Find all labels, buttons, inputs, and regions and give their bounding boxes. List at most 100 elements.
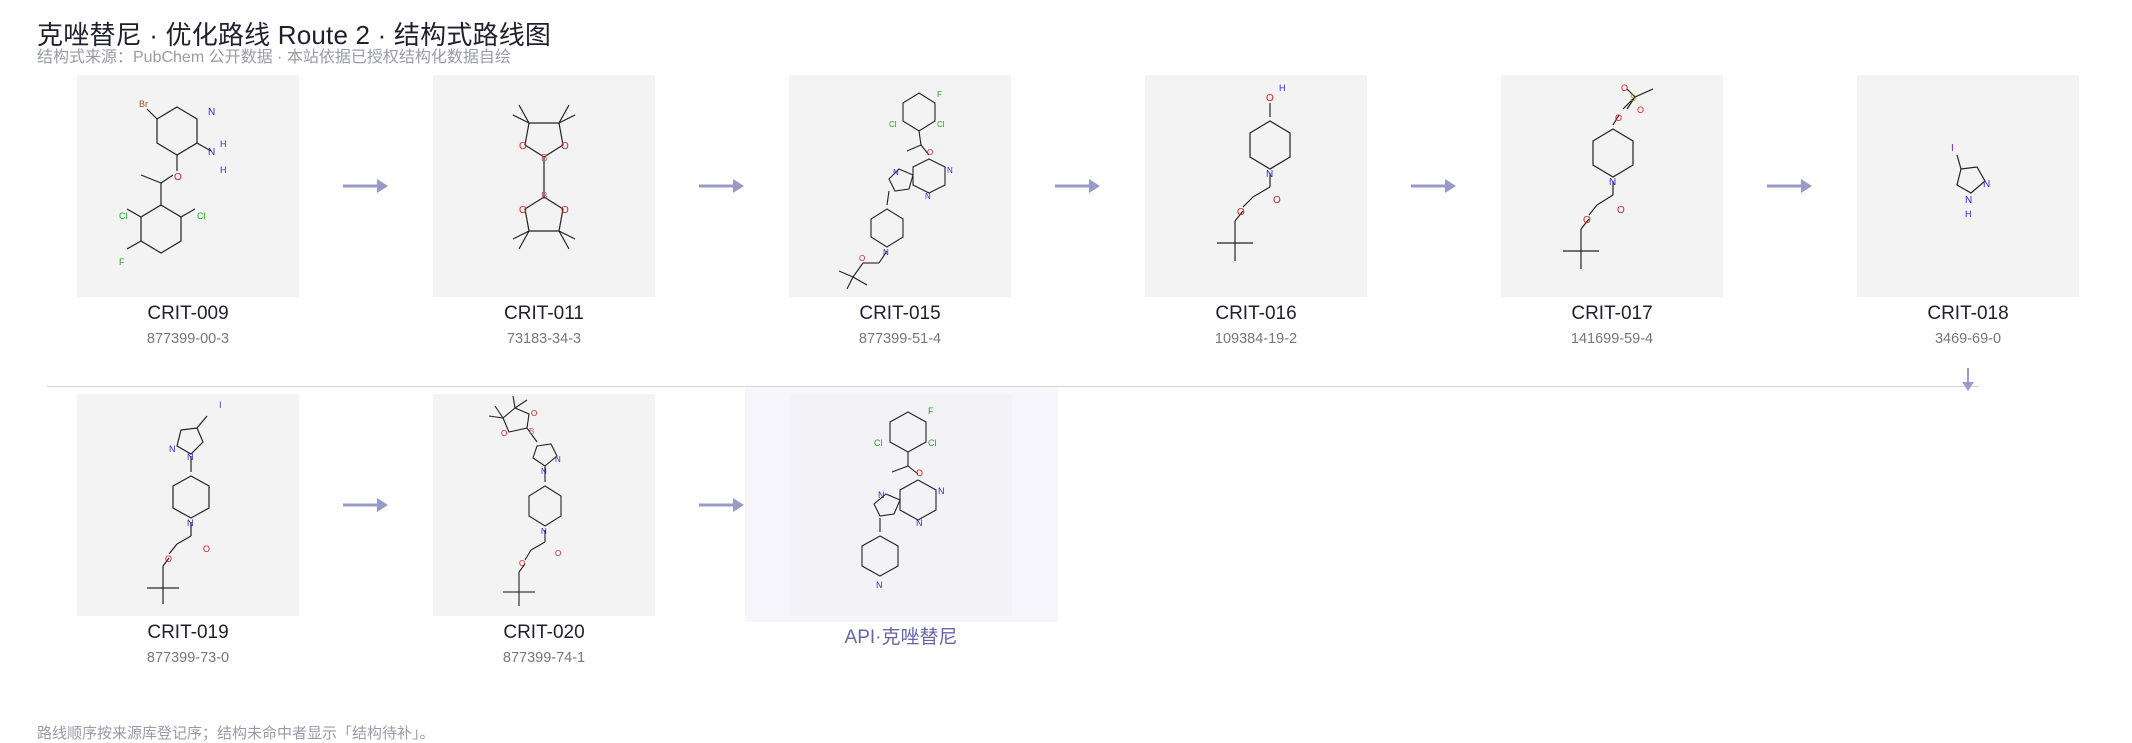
arrow-down-icon bbox=[1961, 368, 1975, 392]
structure-crit-018: I N N H bbox=[1857, 75, 2079, 297]
route-arrow-icon bbox=[1409, 176, 1457, 196]
atom-o-label: O bbox=[165, 554, 172, 564]
structure-crit-011: B B O O O O bbox=[433, 75, 655, 297]
atom-n-label: N bbox=[916, 518, 923, 528]
atom-b-label: B bbox=[529, 427, 534, 436]
cas-number: 109384-19-2 bbox=[1145, 331, 1367, 347]
atom-o-label: O bbox=[531, 409, 537, 418]
atom-o-label: O bbox=[203, 544, 210, 554]
cas-number: 877399-73-0 bbox=[77, 650, 299, 666]
atom-n-label: N bbox=[187, 452, 194, 462]
cas-number: 877399-51-4 bbox=[789, 331, 1011, 347]
atom-o-label: O bbox=[1617, 205, 1625, 216]
route-arrow-icon bbox=[341, 176, 389, 196]
atom-n-label: N bbox=[187, 518, 194, 528]
atom-o-label: O bbox=[519, 141, 527, 152]
atom-o-label: O bbox=[519, 559, 525, 568]
atom-o-label: O bbox=[555, 549, 561, 558]
intermediate-code: CRIT-009 bbox=[77, 303, 299, 325]
cas-number: 3469-69-0 bbox=[1857, 331, 2079, 347]
structure-thumbnail: Br N N H H O Cl Cl F bbox=[77, 75, 299, 297]
api-structure-thumbnail[interactable]: F Cl Cl O N N N N bbox=[790, 394, 1012, 616]
atom-s-label: S bbox=[1630, 93, 1636, 103]
atom-h-label: H bbox=[1965, 209, 1972, 219]
atom-n-label: N bbox=[208, 107, 215, 118]
page-subtitle: 结构式来源：PubChem 公开数据 · 本站依据已授权结构化数据自绘 bbox=[37, 43, 511, 67]
atom-o-label: O bbox=[561, 205, 569, 216]
intermediate-code: CRIT-019 bbox=[77, 622, 299, 644]
atom-n-label: N bbox=[925, 192, 931, 201]
structure-thumbnail: I N N N O O bbox=[77, 394, 299, 616]
footnote: 路线顺序按来源库登记序；结构未命中者显示「结构待补」。 bbox=[37, 722, 435, 743]
atom-cl-label: Cl bbox=[119, 211, 128, 221]
atom-n-label: N bbox=[878, 490, 885, 500]
atom-n-label: N bbox=[555, 455, 561, 464]
atom-n-label: N bbox=[1609, 177, 1616, 188]
atom-o-label: O bbox=[1237, 207, 1245, 218]
atom-o-label: O bbox=[1266, 93, 1274, 104]
structure-thumbnail: O O B N N N O O bbox=[433, 394, 655, 616]
atom-n-label: N bbox=[876, 580, 883, 590]
atom-cl-label: Cl bbox=[874, 438, 883, 448]
intermediate-code: CRIT-018 bbox=[1857, 303, 2079, 325]
atom-o-label: O bbox=[1615, 113, 1622, 123]
cas-number: 877399-00-3 bbox=[77, 331, 299, 347]
atom-o-label: O bbox=[174, 172, 182, 183]
structure-thumbnail: I N N H bbox=[1857, 75, 2079, 297]
atom-o-label: O bbox=[501, 429, 507, 438]
atom-n-label: N bbox=[938, 486, 945, 496]
route-arrow-icon bbox=[1053, 176, 1101, 196]
structure-api-crizotinib: F Cl Cl O N N N N bbox=[790, 394, 1012, 616]
atom-o-label: O bbox=[1273, 195, 1281, 206]
atom-b-label: B bbox=[541, 153, 548, 164]
structure-crit-019: I N N N O O bbox=[77, 394, 299, 616]
cas-number: 141699-59-4 bbox=[1501, 331, 1723, 347]
atom-n-label: N bbox=[541, 527, 547, 536]
atom-br-label: Br bbox=[139, 99, 148, 109]
atom-n-label: N bbox=[541, 467, 547, 476]
atom-h-label: H bbox=[220, 139, 227, 149]
atom-o-label: O bbox=[561, 141, 569, 152]
row-connector-line bbox=[47, 386, 1979, 387]
route-arrow-icon bbox=[697, 495, 745, 515]
atom-o-label: O bbox=[1583, 215, 1591, 226]
atom-o-label: O bbox=[859, 254, 865, 263]
intermediate-code: CRIT-011 bbox=[433, 303, 655, 325]
atom-cl-label: Cl bbox=[889, 120, 897, 129]
atom-n-label: N bbox=[1983, 179, 1990, 190]
api-label: API·克唑替尼 bbox=[790, 622, 1012, 649]
atom-i-label: I bbox=[219, 400, 222, 410]
atom-i-label: I bbox=[1951, 143, 1954, 154]
cas-number: 877399-74-1 bbox=[433, 650, 655, 666]
atom-n-label: N bbox=[1965, 195, 1972, 206]
atom-h-label: H bbox=[1279, 83, 1286, 93]
atom-cl-label: Cl bbox=[937, 120, 945, 129]
atom-f-label: F bbox=[928, 406, 934, 416]
intermediate-code: CRIT-017 bbox=[1501, 303, 1723, 325]
structure-crit-020: O O B N N N O O bbox=[433, 394, 655, 616]
atom-n-label: N bbox=[893, 168, 899, 177]
atom-n-label: N bbox=[169, 444, 176, 454]
atom-o-label: O bbox=[927, 148, 933, 157]
atom-n-label: N bbox=[208, 147, 215, 158]
atom-h-label: H bbox=[220, 165, 227, 175]
structure-thumbnail: S O O O N O O bbox=[1501, 75, 1723, 297]
structure-thumbnail: F Cl Cl O N N N N O bbox=[789, 75, 1011, 297]
structure-crit-016: O H N O O bbox=[1145, 75, 1367, 297]
atom-n-label: N bbox=[1266, 169, 1273, 180]
structure-crit-009: Br N N H H O Cl Cl F bbox=[77, 75, 299, 297]
atom-o-label: O bbox=[1621, 83, 1628, 93]
atom-n-label: N bbox=[883, 248, 889, 257]
structure-crit-015: F Cl Cl O N N N N O bbox=[789, 75, 1011, 297]
route-arrow-icon bbox=[1765, 176, 1813, 196]
structure-thumbnail: B B O O O O bbox=[433, 75, 655, 297]
intermediate-code: CRIT-016 bbox=[1145, 303, 1367, 325]
atom-o-label: O bbox=[1637, 105, 1644, 115]
structure-crit-017: S O O O N O O bbox=[1501, 75, 1723, 297]
intermediate-code: CRIT-020 bbox=[433, 622, 655, 644]
route-arrow-icon bbox=[341, 495, 389, 515]
atom-n-label: N bbox=[947, 166, 953, 175]
atom-cl-label: Cl bbox=[197, 211, 206, 221]
atom-o-label: O bbox=[519, 205, 527, 216]
atom-f-label: F bbox=[937, 90, 942, 99]
